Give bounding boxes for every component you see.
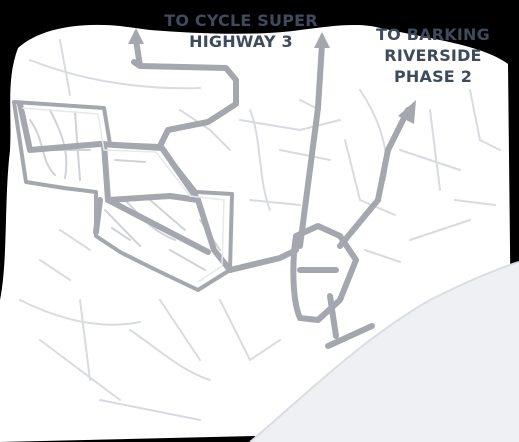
route-site-spine (17, 101, 233, 273)
site-boundary-inner (21, 107, 225, 283)
label-barking-riverside-line1: TO BARKING (376, 25, 490, 44)
arrow-up-icon (398, 100, 416, 124)
label-cycle-superhighway: TO CYCLE SUPER HIGHWAY 3 (146, 10, 336, 52)
route-north-spur (297, 41, 325, 249)
river-bank (249, 261, 519, 442)
label-barking-riverside-line2: RIVERSIDE (384, 46, 482, 65)
route-junction-loop (290, 223, 359, 323)
label-barking-riverside-line3: PHASE 2 (393, 67, 473, 86)
label-cycle-superhighway-line2: HIGHWAY 3 (189, 32, 293, 51)
label-barking-riverside: TO BARKING RIVERSIDE PHASE 2 (368, 24, 498, 87)
route-arrows (128, 28, 416, 124)
route-pier (325, 323, 375, 349)
river-water (250, 262, 519, 442)
arrow-up-icon (128, 28, 144, 44)
arrow-up-icon (314, 32, 330, 48)
route-cycle-superhighway (131, 59, 239, 149)
route-network (17, 37, 411, 349)
street-network (19, 39, 501, 421)
route-junction-connector (227, 247, 299, 273)
label-cycle-superhighway-line1: TO CYCLE SUPER (164, 11, 318, 30)
